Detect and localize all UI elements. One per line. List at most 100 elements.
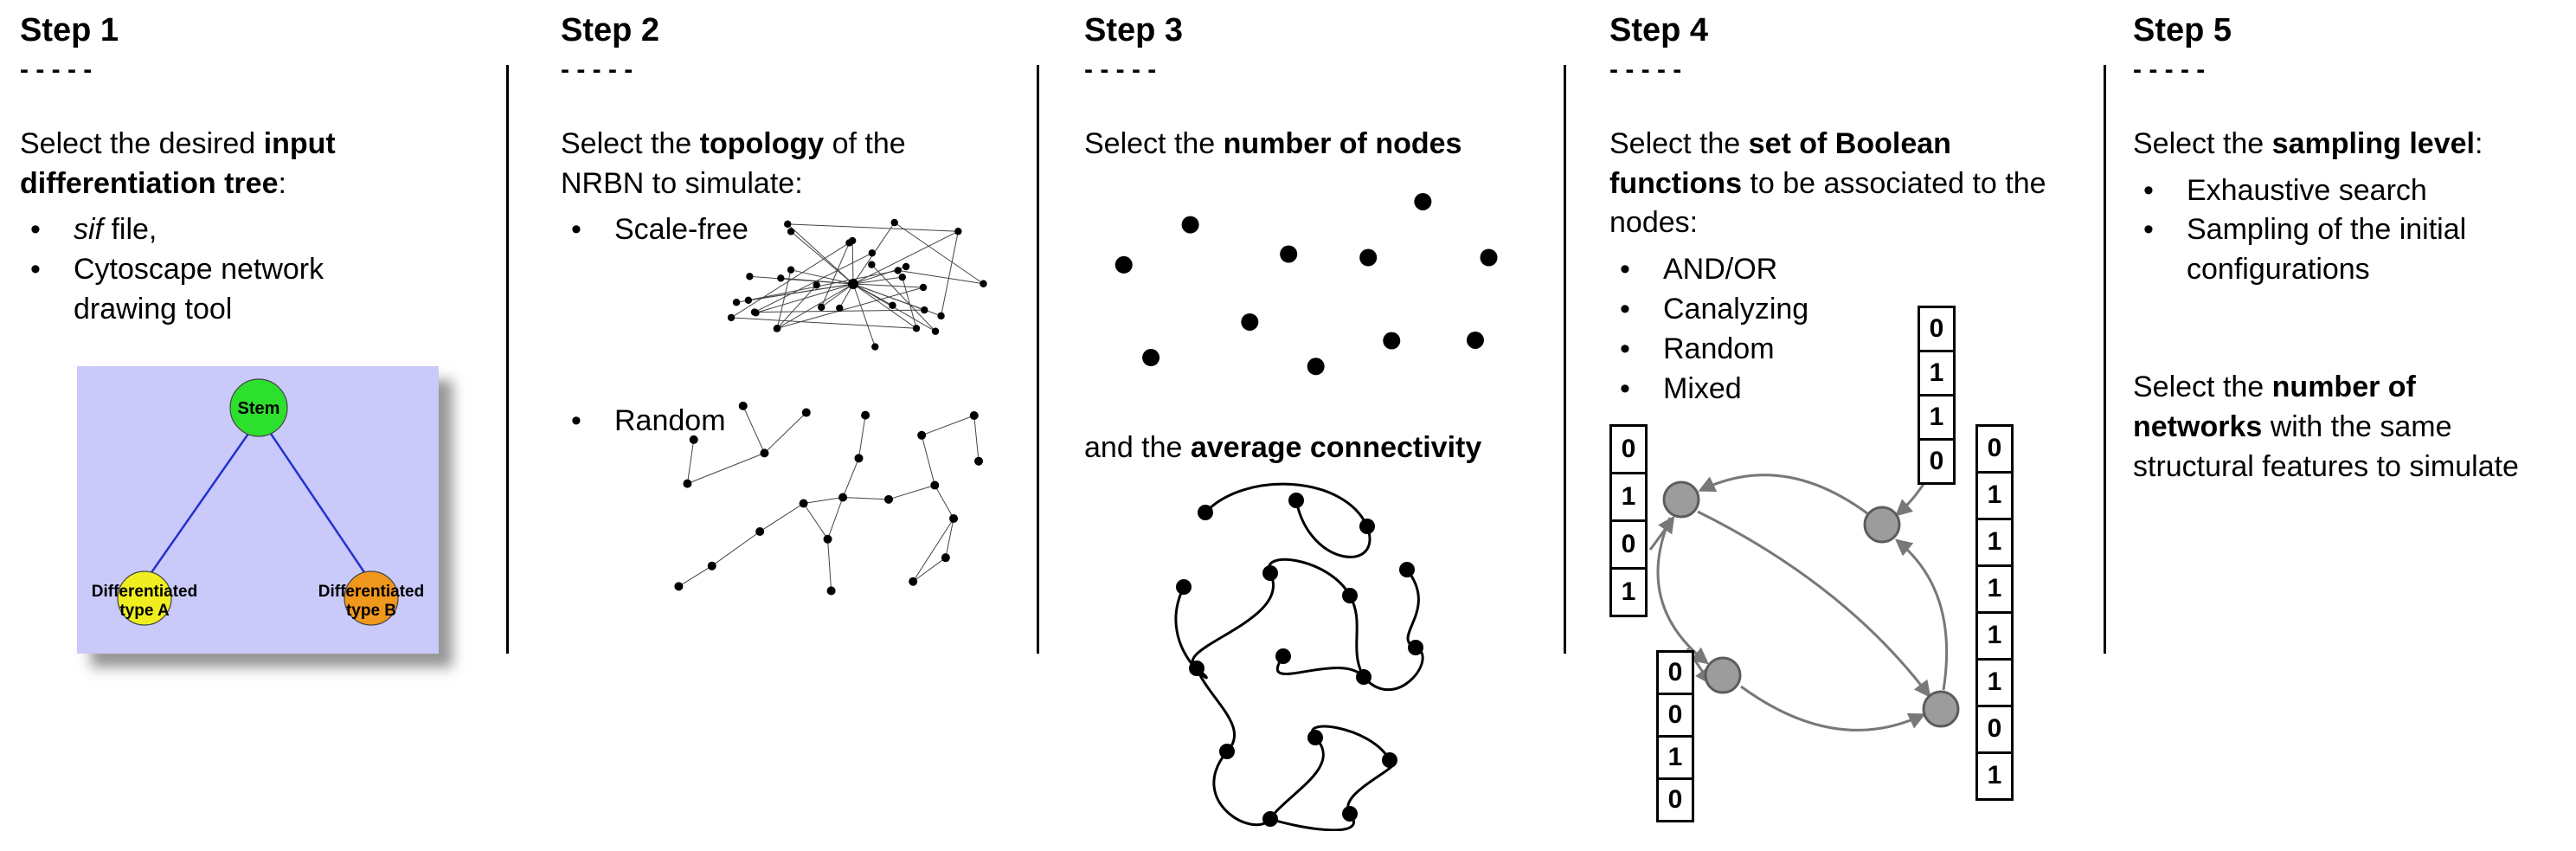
column-divider — [506, 65, 509, 654]
text-segment: Random — [1663, 332, 1775, 366]
dashed-separator: - - - - - — [1609, 55, 1682, 84]
text-segment: Sampling of the initial configurations — [2187, 213, 2467, 287]
truth-table-cell: 0 — [1656, 692, 1694, 738]
step-intro: Select the sampling level: — [2133, 125, 2531, 164]
bullet-text: Scale-free — [614, 213, 748, 246]
text-segment: Select the — [2133, 371, 2272, 404]
text-segment: to be associated to the nodes: — [1609, 166, 2046, 240]
differentiated-type-a-node — [117, 571, 172, 626]
bullet-item: • sif file, — [20, 210, 418, 250]
text-segment: Random — [614, 404, 726, 438]
text-segment: Select the — [2133, 126, 2272, 160]
truth-table-cell: 0 — [1656, 649, 1694, 695]
text-segment: Select the desired — [20, 126, 264, 160]
bullet-item: • Canalyzing — [1609, 290, 2059, 330]
step-title: Step 3 — [1084, 12, 1184, 48]
truth-table-cell: 1 — [1975, 610, 2014, 661]
step-title: Step 5 — [2133, 12, 2232, 48]
bullet-item: • Mixed — [1609, 370, 2059, 409]
text-segment: sampling level — [2271, 126, 2475, 160]
bullet-marker: • — [2143, 173, 2154, 207]
truth-table-cell: 1 — [1975, 657, 2014, 707]
bullet-marker: • — [1620, 332, 1630, 366]
step-intro: Select the desired input differentiation… — [20, 125, 418, 204]
bullet-text: Exhaustive search — [2187, 174, 2427, 207]
differentiated-type-b-node — [344, 571, 399, 626]
truth-table-cell: 1 — [1918, 393, 1956, 441]
truth-table-cell: 1 — [1975, 564, 2014, 614]
column-divider — [1564, 65, 1566, 654]
bullet-marker: • — [1620, 293, 1630, 326]
text-segment: Canalyzing — [1663, 293, 1809, 326]
step-5-column: Step 5 - - - - - Select the sampling lev… — [2133, 0, 2531, 487]
dashed-separator: - - - - - — [1084, 55, 1157, 84]
truth-table-cell: 1 — [1975, 751, 2014, 801]
text-segment: number of networks — [2133, 371, 2416, 444]
bullet-text: sif file, — [74, 213, 157, 246]
step-title: Step 2 — [561, 12, 660, 48]
truth-table-cell: 1 — [1975, 470, 2014, 520]
text-segment: AND/OR — [1663, 253, 1778, 287]
truth-table-cell: 0 — [1918, 437, 1956, 485]
text-segment: Cytoscape network drawing tool — [74, 253, 324, 326]
truth-table-cell: 0 — [1609, 423, 1648, 474]
step-title: Step 1 — [20, 12, 119, 48]
text-segment: Select the — [1609, 126, 1749, 160]
bullet-marker: • — [571, 404, 581, 438]
stem-node — [229, 378, 288, 437]
text-segment: : — [278, 166, 286, 200]
boolean-network-node — [1863, 506, 1901, 544]
bullet-marker: • — [1620, 253, 1630, 287]
text-segment: set of Boolean functions — [1609, 126, 1951, 200]
text-segment: Mixed — [1663, 372, 1742, 406]
connectivity-network-figure — [1132, 476, 1435, 832]
bullet-list: • sif file, • Cytoscape network drawing … — [20, 210, 418, 330]
column-divider — [1037, 65, 1039, 654]
text-segment: file, — [103, 213, 157, 247]
step-title: Step 4 — [1609, 12, 1709, 48]
step-intro: Select the set of Boolean functions to b… — [1609, 125, 2059, 244]
text-segment: number of nodes — [1223, 126, 1462, 160]
bullet-text: Random — [614, 404, 726, 437]
node-label: type B — [346, 602, 396, 620]
bullet-item: • AND/OR — [1609, 250, 2059, 290]
step-1-column: Step 1 - - - - - Select the desired inpu… — [20, 0, 439, 654]
step-3-column: Step 3 - - - - - Select the number of no… — [1084, 0, 1569, 832]
bullet-marker: • — [30, 213, 41, 247]
text-segment: of the NRBN to simulate: — [561, 126, 906, 200]
boolean-network-node — [1704, 656, 1742, 694]
text-segment: topology — [699, 126, 825, 160]
text-segment: Exhaustive search — [2187, 173, 2427, 207]
bullet-item: • Cytoscape network drawing tool — [20, 250, 418, 330]
bullet-item: • Random — [561, 402, 967, 442]
step-4-column: Step 4 - - - - - Select the set of Boole… — [1609, 0, 2059, 835]
bullet-text: Random — [1663, 332, 1775, 365]
scale-free-network-figure — [697, 182, 996, 390]
truth-table-cell: 0 — [1975, 704, 2014, 754]
bullet-text: Sampling of the initial configurations — [2187, 213, 2466, 286]
truth-table-cell: 1 — [1975, 517, 2014, 567]
dashed-separator: - - - - - — [2133, 55, 2206, 84]
dashed-separator: - - - - - — [20, 55, 93, 84]
node-label: type A — [119, 602, 170, 620]
text-segment: with the same structural features to sim… — [2133, 410, 2519, 484]
bullet-text: Cytoscape network drawing tool — [74, 253, 324, 326]
node-label: Differentiated — [92, 583, 197, 601]
text-segment: Select the — [1084, 126, 1224, 160]
truth-table-cell: 0 — [1656, 777, 1694, 822]
truth-table-cell: 1 — [1609, 566, 1648, 617]
truth-table-cell: 0 — [1975, 423, 2014, 474]
node-label: Stem — [238, 399, 280, 418]
nodes-dots-figure — [1102, 177, 1543, 385]
bullet-item: • Sampling of the initial configurations — [2133, 210, 2531, 290]
text-segment: average connectivity — [1190, 430, 1482, 464]
bullet-marker: • — [30, 253, 41, 287]
step-2-column: Step 2 - - - - - Select the topology of … — [561, 0, 987, 596]
dashed-separator: - - - - - — [561, 55, 633, 84]
bullet-marker: • — [571, 213, 581, 247]
